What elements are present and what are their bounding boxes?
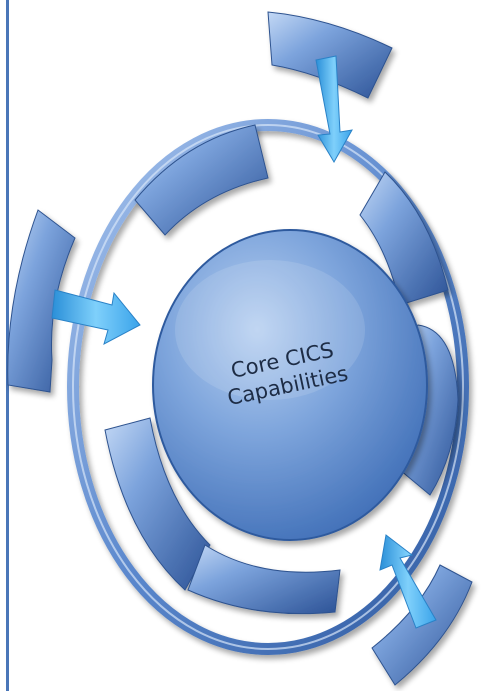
left-border-line — [6, 0, 9, 691]
arrow-top — [315, 55, 353, 163]
outer-segment-top — [267, 11, 393, 99]
inner-segments — [104, 124, 459, 615]
segment-top-right — [359, 171, 449, 306]
segment-bottom — [187, 544, 341, 615]
outer-segment-left — [7, 209, 76, 393]
arrow-bottom-right — [379, 534, 437, 629]
arrows — [51, 55, 437, 629]
core-disc — [152, 229, 428, 541]
arrow-left — [51, 289, 141, 345]
segment-top-left — [134, 124, 269, 236]
